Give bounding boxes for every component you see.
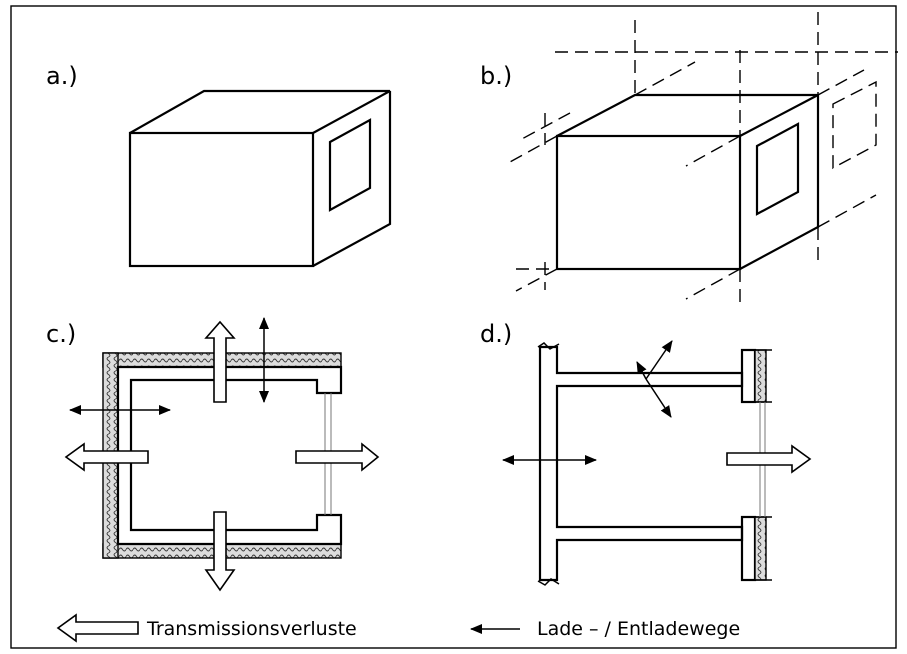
window-a xyxy=(328,118,372,212)
box-b xyxy=(555,93,820,271)
box-a xyxy=(128,89,392,268)
charge-arrows-d xyxy=(502,340,673,465)
adjacent-rooms-dashed xyxy=(509,12,898,308)
window-b xyxy=(755,122,800,216)
legend-charge: Lade – / Entladewege xyxy=(470,618,740,640)
transmission-arrow-d xyxy=(726,444,812,474)
panel-d: d.) xyxy=(480,320,812,586)
panel-c-label: c.) xyxy=(46,320,76,348)
panel-d-label: d.) xyxy=(480,320,512,348)
legend-transmission-label: Transmissionsverluste xyxy=(146,618,357,640)
legend: Transmissionsverluste Lade – / Entladewe… xyxy=(56,613,740,643)
panel-a-label: a.) xyxy=(46,62,78,90)
panel-c: c.) xyxy=(46,317,380,592)
panel-b-label: b.) xyxy=(480,62,512,90)
legend-charge-label: Lade – / Entladewege xyxy=(537,618,740,640)
figure-frame xyxy=(10,5,897,649)
panel-a: a.) xyxy=(46,62,392,268)
transmission-arrows-c xyxy=(64,320,380,592)
panel-b: b.) xyxy=(480,12,898,308)
fat-arrow-icon xyxy=(56,613,139,643)
legend-transmission: Transmissionsverluste xyxy=(56,613,357,643)
charge-arrows-c xyxy=(69,317,269,415)
